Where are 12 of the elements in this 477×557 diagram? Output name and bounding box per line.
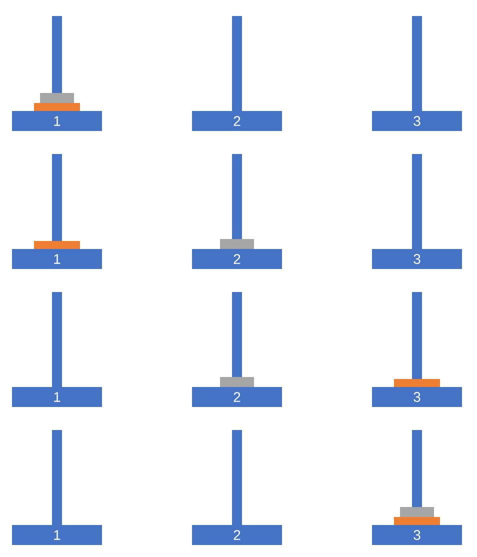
peg-base: 2 <box>192 525 282 545</box>
peg-base: 3 <box>372 387 462 407</box>
peg-base: 1 <box>12 249 102 269</box>
peg-base: 3 <box>372 525 462 545</box>
peg-base: 1 <box>12 387 102 407</box>
peg-base: 1 <box>12 525 102 545</box>
peg-base: 2 <box>192 111 282 131</box>
peg-base: 1 <box>12 111 102 131</box>
peg-base: 3 <box>372 111 462 131</box>
peg-base: 3 <box>372 249 462 269</box>
peg-base: 2 <box>192 249 282 269</box>
peg-base: 2 <box>192 387 282 407</box>
